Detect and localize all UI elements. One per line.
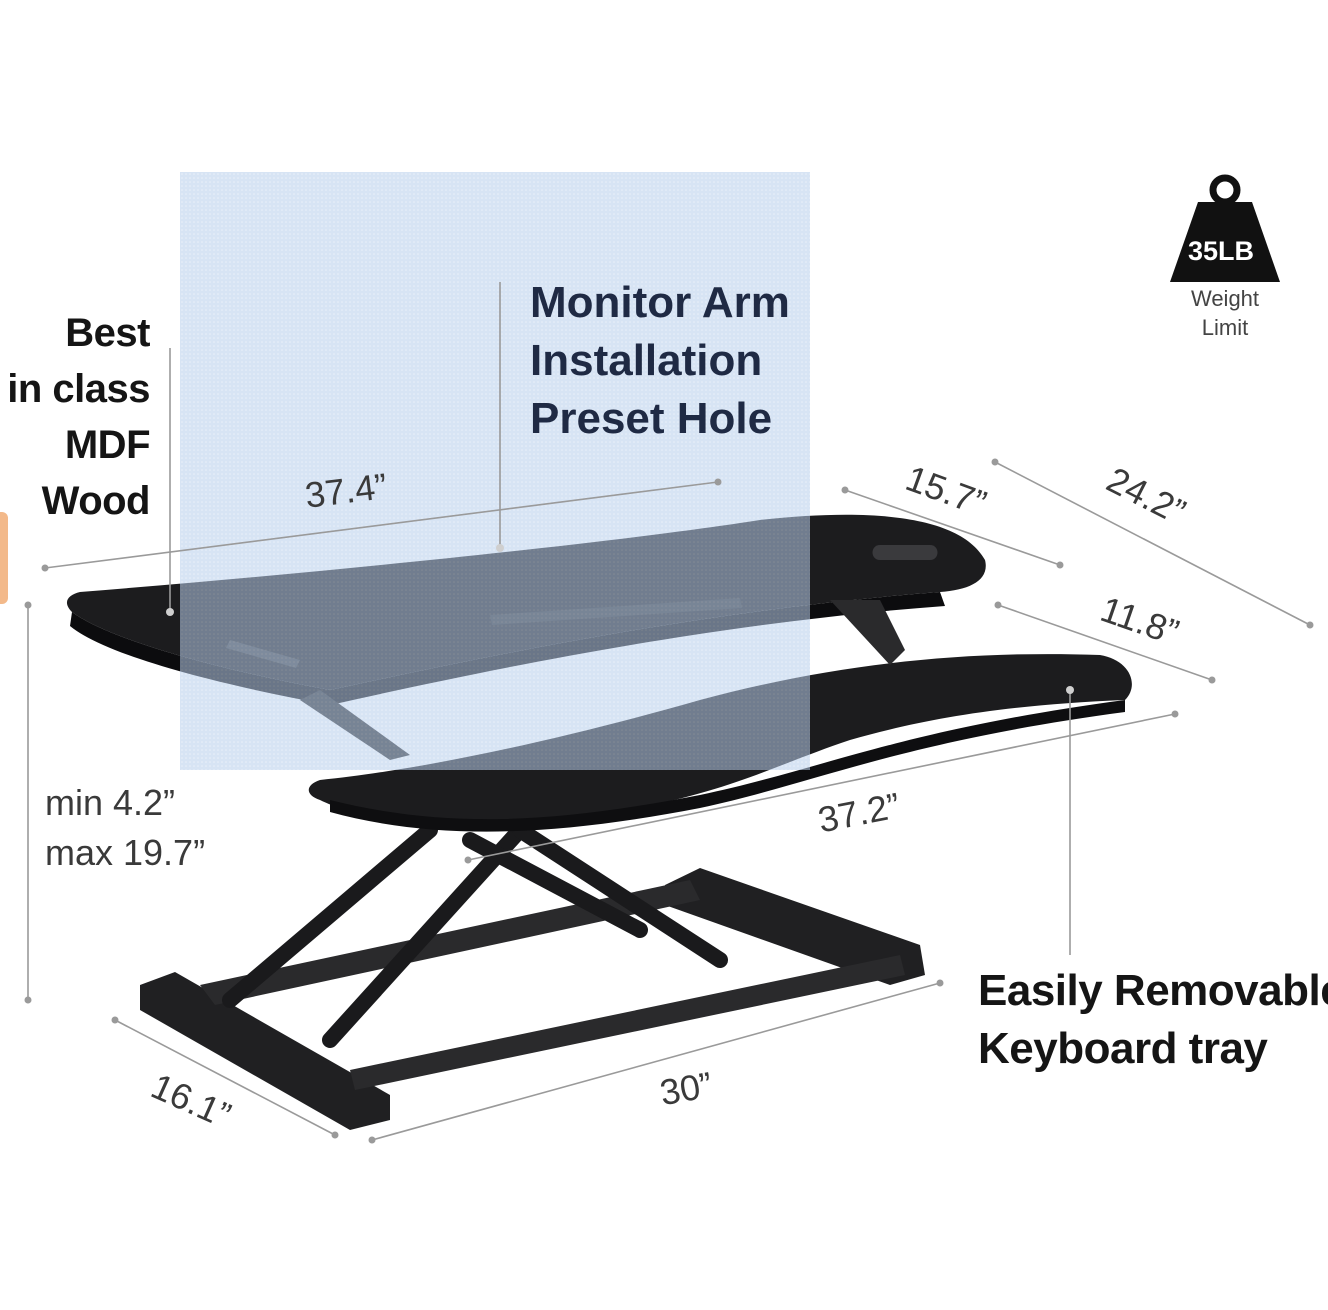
tray-line2: Keyboard tray (978, 1024, 1268, 1073)
dim-height-max: max 19.7” (45, 832, 206, 873)
monitor-arm-line1: Monitor Arm (530, 278, 790, 327)
weight-limit-caption: Weight Limit (1180, 284, 1270, 342)
monitor-zone-overlay (180, 172, 810, 770)
weight-icon (1170, 174, 1280, 282)
dimension-lines (24, 282, 1314, 1144)
dim-height-min: min 4.2” (45, 782, 176, 823)
desk-base (140, 868, 925, 1130)
dim-base-width: 30” (656, 1063, 716, 1114)
monitor-arm-line2: Installation (530, 336, 763, 385)
keyboard-tray-callout: Easily Removable Keyboard tray (978, 962, 1328, 1078)
mdf-line1: Best (65, 311, 150, 355)
weight-caption-line1: Weight (1190, 286, 1260, 311)
monitor-arm-line3: Preset Hole (530, 394, 773, 443)
mdf-line2: in class (7, 367, 150, 411)
side-tab (0, 512, 8, 604)
monitor-arm-callout: Monitor Arm Installation Preset Hole (530, 274, 790, 448)
weight-caption-line2: Limit (1201, 315, 1249, 340)
weight-limit-value: 35LB (1188, 236, 1255, 266)
scissor-lift (222, 822, 728, 1048)
mdf-line3: MDF (64, 423, 151, 467)
mdf-wood-callout: Best in class MDF Wood (0, 305, 150, 529)
mdf-line4: Wood (41, 479, 151, 523)
tray-line1: Easily Removable (978, 966, 1328, 1015)
